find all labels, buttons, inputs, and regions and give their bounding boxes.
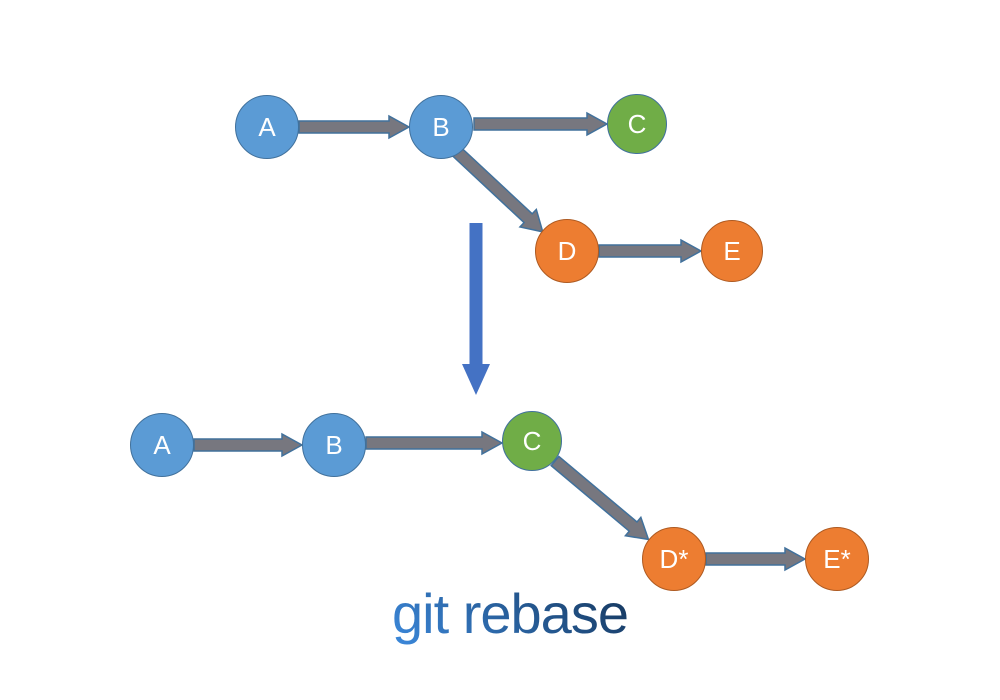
edge-arrow-after-a-b [193,432,304,458]
edge-arrow-before-d-e [598,238,703,264]
commit-label: A [153,429,171,460]
commit-node-before-b: B [409,95,473,159]
transform-down-arrow-icon [462,223,490,395]
commit-label: D* [659,543,689,574]
edge-arrow-after-c-dstar [550,455,650,541]
commit-node-after-c: C [502,411,562,471]
commit-node-before-c: C [607,94,667,154]
edge-arrow-before-a-b [298,114,411,140]
commit-node-after-estar: E* [805,527,869,591]
commit-label: C [627,108,647,139]
commit-label: E* [823,543,851,574]
commit-label: C [522,425,542,456]
commit-node-after-a: A [130,413,194,477]
commit-node-before-a: A [235,95,299,159]
edge-arrow-before-b-c [473,111,609,137]
commit-label: B [325,429,343,460]
commit-node-before-e: E [701,220,763,282]
commit-label: A [258,111,276,142]
commit-label: D [557,235,577,266]
commit-node-after-dstar: D* [642,527,706,591]
edge-arrow-after-dstar-estar [705,546,807,572]
edge-arrow-after-b-c [365,430,504,456]
commit-node-after-b: B [302,413,366,477]
edge-arrow-before-b-d [449,144,544,233]
commit-label: E [723,235,741,266]
commit-label: B [432,111,450,142]
diagram-caption: git rebase [355,586,665,666]
commit-node-before-d: D [535,219,599,283]
